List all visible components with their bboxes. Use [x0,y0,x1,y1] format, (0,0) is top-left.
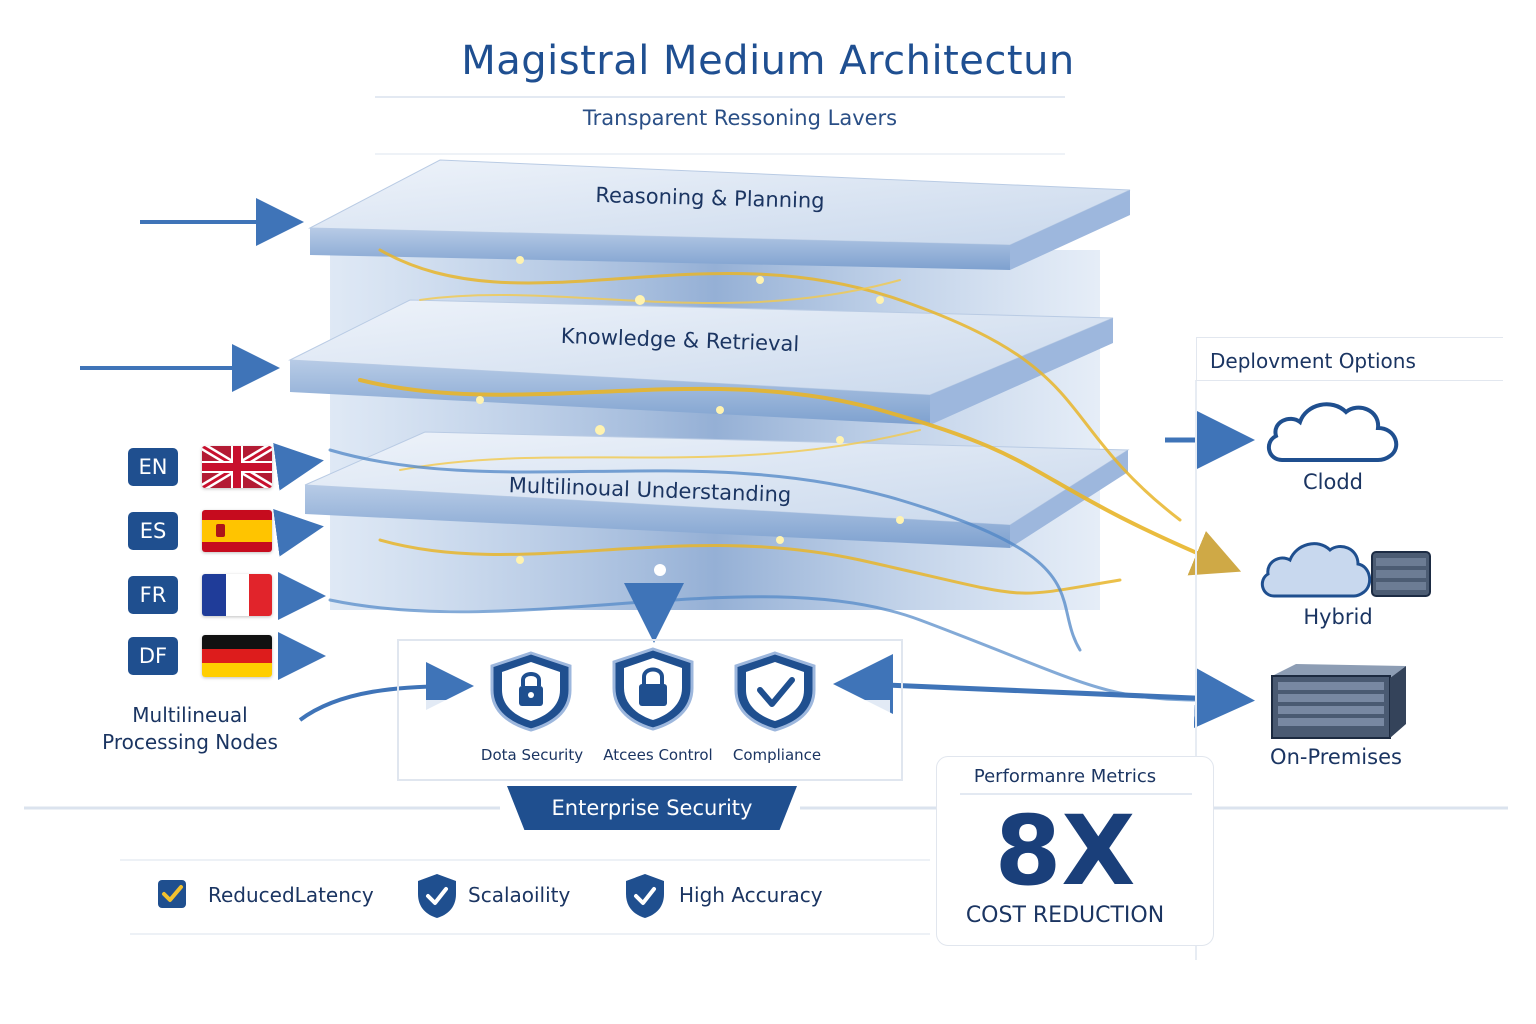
performance-card [936,756,1214,946]
security-label-access: Atcees Control [603,746,713,764]
performance-divider [960,793,1192,795]
uk-flag-icon [202,446,272,488]
feature-label-scalability: Scalaoility [468,883,571,907]
security-label-data: Dota Security [480,746,584,764]
layer-slab-reasoning [308,159,1131,270]
processing-nodes-label: Multilineual Processing Nodes [102,703,278,754]
shield-check-icon [418,874,456,918]
enterprise-security-banner: Enterprise Security [507,786,797,830]
lang-arrow-es [273,508,324,557]
glow-nodes [476,256,904,576]
deployment-label-onprem: On-Premises [1270,745,1402,769]
lock-shield-icon [490,651,572,732]
spain-flag-icon [202,510,272,552]
subtitle-divider [375,153,1065,155]
performance-title: Performanre Metrics [973,766,1157,787]
lang-arrow-en [273,442,324,491]
deployment-label-cloud: Clodd [1302,470,1363,494]
nodes-to-security-arrow [298,662,474,722]
deployment-title: Deplovment Options [1210,349,1416,373]
lang-badge-en: EN [128,448,178,486]
shield-check-icon [626,874,664,918]
page-title: Magistral Medium Architectun [461,38,1075,84]
data-flow-lines [328,248,1242,702]
checkbox-icon [158,880,186,908]
security-panel-frame [397,639,903,781]
performance-caption: COST REDUCTION [965,903,1165,928]
security-label-compliance: Compliance [732,746,822,764]
feature-label-accuracy: High Accuracy [679,883,823,907]
page-subtitle: Transparent Ressoning Lavers [582,106,898,130]
cloud-icon [1266,402,1399,462]
layer-slab-multilingual [304,431,1130,548]
feature-label-latency: ReducedLatency [208,883,374,907]
lang-badge-df: DF [128,637,178,675]
germany-flag-icon [202,635,272,677]
lang-badge-es: ES [128,512,178,550]
title-divider [375,96,1065,98]
deployment-label-hybrid: Hybrid [1303,605,1373,629]
france-flag-icon [202,574,272,616]
lang-badge-fr: FR [128,576,178,614]
padlock-shield-icon [612,647,694,731]
performance-value: 8X [994,795,1136,907]
check-shield-icon [734,651,816,732]
cloud-server-icon [1260,542,1431,598]
server-rack-icon [1271,664,1406,739]
security-to-onprem-arrow [861,668,1255,729]
deployment-header-box [1196,337,1503,381]
